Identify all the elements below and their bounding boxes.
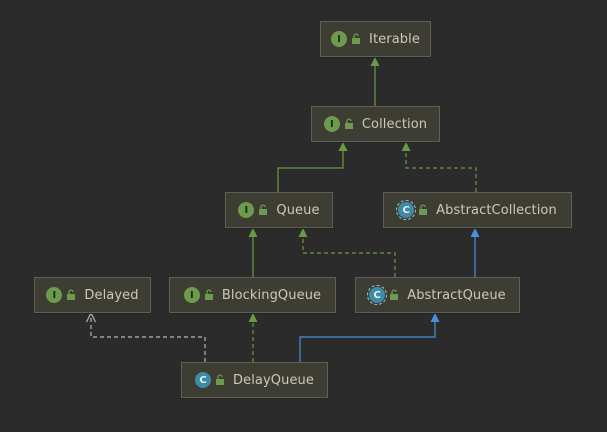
node-collection[interactable]: I Collection [311,106,440,142]
abstract-class-badge-icon: C [396,200,417,220]
unlocked-padlock-icon [419,204,428,215]
unlocked-padlock-icon [216,374,224,385]
interface-badge-icon: I [238,202,255,218]
arrowhead-delayqueue-to-blockingqueue [248,313,258,322]
node-label: Collection [361,116,428,132]
node-label: DelayQueue [233,372,314,388]
node-label: Queue [276,202,320,218]
arrowhead-delayqueue-to-abstractqueue [430,313,440,322]
node-label: AbstractQueue [407,287,506,303]
node-blockingqueue[interactable]: I BlockingQueue [169,277,336,313]
node-abstractcollection[interactable]: C AbstractCollection [383,192,572,228]
node-abstractqueue[interactable]: C AbstractQueue [355,277,520,313]
node-iterable[interactable]: I Iterable [320,21,431,57]
edge-delayqueue-to-abstractqueue [299,322,436,362]
arrowhead-abstractqueue-to-queue [298,228,308,237]
arrowhead-collection-to-iterable [370,57,380,66]
unlocked-padlock-icon [259,204,268,215]
unlocked-padlock-icon [67,289,76,300]
node-delayed[interactable]: I Delayed [34,277,151,313]
interface-badge-icon: I [183,287,200,303]
abstract-class-badge-icon: C [367,285,388,305]
node-label: BlockingQueue [221,287,322,303]
unlocked-padlock-icon [204,289,213,300]
unlocked-padlock-icon [390,289,399,300]
arrowhead-queue-to-collection [338,142,348,151]
edge-queue-to-collection [277,151,344,192]
arrowhead-delayqueue-to-delayed [85,311,97,323]
arrowhead-blockingqueue-to-queue [248,228,258,237]
edge-delayqueue-to-delayed [90,313,206,362]
edge-abstractqueue-to-queue [302,237,396,277]
edge-abstractcollection-to-collection [405,151,477,192]
arrowhead-abstractqueue-to-abstractcollection [470,228,480,237]
arrowhead-abstractcollection-to-collection [401,142,411,151]
interface-badge-icon: I [331,31,348,47]
interface-badge-icon: I [46,287,63,303]
unlocked-padlock-icon [352,33,361,44]
node-label: AbstractCollection [436,202,557,218]
unlocked-padlock-icon [344,118,353,129]
node-queue[interactable]: I Queue [225,192,333,228]
interface-badge-icon: I [323,116,340,132]
node-label: Delayed [84,287,139,303]
class-badge-icon: C [195,372,211,388]
node-delayqueue[interactable]: C DelayQueue [181,362,328,398]
node-label: Iterable [369,31,420,47]
